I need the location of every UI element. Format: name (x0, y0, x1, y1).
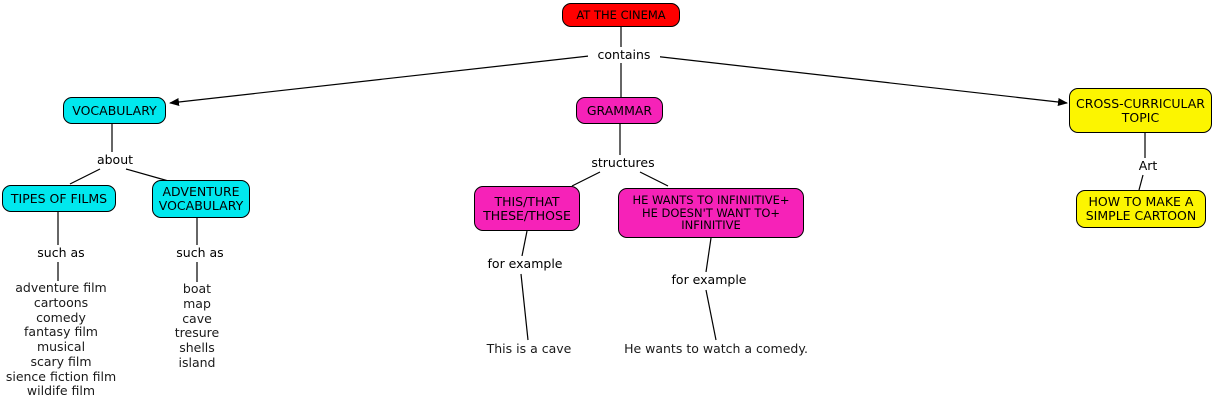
node-at-the-cinema[interactable]: AT THE CINEMA (562, 3, 680, 27)
leaf-example-he-wants-to-watch: He wants to watch a comedy. (624, 341, 808, 356)
link-label-such-as-adventure: such as (165, 245, 235, 260)
edge-contains-cross (652, 55, 1068, 106)
edge-forexample-comedy (705, 289, 717, 341)
leaf-example-this-is-a-cave: This is a cave (486, 341, 572, 356)
node-cross-curricular-topic[interactable]: CROSS-CURRICULAR TOPIC (1069, 88, 1212, 133)
link-label-such-as-films: such as (26, 245, 96, 260)
link-label-for-example-this: for example (480, 256, 570, 271)
node-he-wants-to-infinitive[interactable]: HE WANTS TO INFINIITIVE+ HE DOESN'T WANT… (618, 188, 804, 238)
leaf-list-film-types: adventure film cartoons comedy fantasy f… (5, 280, 117, 399)
leaf-list-adventure-words: boat map cave tresure shells island (174, 281, 220, 370)
link-label-for-example-wants: for example (664, 272, 754, 287)
edge-structures-wantsto (639, 171, 669, 187)
edge-structures-thisthat (571, 171, 601, 187)
edge-wantsto-forexample (705, 237, 712, 273)
edge-art-cartoon (1138, 174, 1144, 191)
node-vocabulary[interactable]: VOCABULARY (63, 97, 166, 124)
link-label-structures: structures (582, 155, 664, 170)
node-tipes-of-films[interactable]: TIPES OF FILMS (2, 185, 116, 212)
node-grammar[interactable]: GRAMMAR (576, 97, 663, 124)
link-label-art: Art (1127, 158, 1169, 173)
link-label-contains: contains (588, 47, 660, 62)
node-this-that-these-those[interactable]: THIS/THAT THESE/THOSE (474, 186, 580, 231)
edge-thisthat-forexample (521, 230, 528, 257)
node-how-to-make-a-simple-cartoon[interactable]: HOW TO MAKE A SIMPLE CARTOON (1076, 190, 1206, 228)
link-label-about: about (86, 152, 144, 167)
edge-about-tipes (69, 168, 101, 185)
edge-contains-vocabulary (169, 55, 590, 106)
node-adventure-vocabulary[interactable]: ADVENTURE VOCABULARY (152, 180, 250, 218)
edge-forexample-cave (520, 273, 529, 341)
